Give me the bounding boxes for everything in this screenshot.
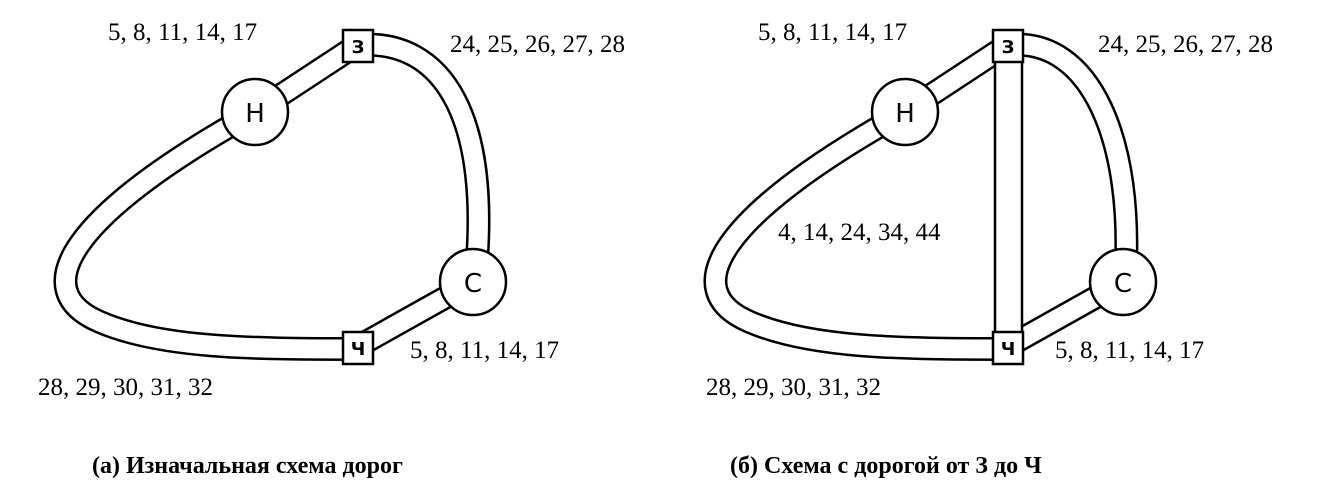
label-z-ch: 4, 14, 24, 34, 44 (778, 219, 941, 246)
node-n: Н (870, 77, 940, 147)
svg-text:С: С (464, 269, 482, 299)
panel-a: Н З С Ч 5, 8, 11, 14, 17 24, 25, 26, 27,… (38, 19, 625, 479)
svg-text:Ч: Ч (351, 339, 366, 360)
caption-b: (б) Схема с дорогой от З до Ч (730, 453, 1042, 479)
label-ch-n: 28, 29, 30, 31, 32 (38, 374, 213, 401)
label-n-z: 5, 8, 11, 14, 17 (108, 19, 257, 46)
node-ch: Ч (341, 330, 375, 366)
panel-b: Н З С Ч 5, 8, 11, 14, 17 24, 25, 26, 27,… (703, 19, 1273, 479)
svg-text:Н: Н (895, 99, 915, 129)
label-n-z: 5, 8, 11, 14, 17 (758, 19, 907, 46)
svg-text:З: З (1002, 37, 1015, 58)
svg-text:Ч: Ч (1001, 339, 1016, 360)
label-z-s: 24, 25, 26, 27, 28 (1098, 31, 1273, 58)
node-s: С (438, 247, 508, 317)
node-ch: Ч (991, 330, 1025, 366)
node-s: С (1088, 247, 1158, 317)
road-z-s (1008, 32, 1139, 283)
label-ch-n: 28, 29, 30, 31, 32 (706, 374, 881, 401)
road-z-ch (993, 58, 1024, 336)
label-s-ch: 5, 8, 11, 14, 17 (1055, 337, 1204, 364)
node-n: Н (220, 77, 290, 147)
label-z-s: 24, 25, 26, 27, 28 (450, 31, 625, 58)
label-s-ch: 5, 8, 11, 14, 17 (410, 337, 559, 364)
road-z-s (356, 32, 491, 284)
caption-a: (а) Изначальная схема дорог (92, 453, 403, 479)
svg-text:С: С (1114, 269, 1132, 299)
svg-text:З: З (352, 37, 365, 58)
node-z: З (341, 28, 375, 64)
svg-text:Н: Н (245, 99, 265, 129)
node-z: З (991, 28, 1025, 64)
